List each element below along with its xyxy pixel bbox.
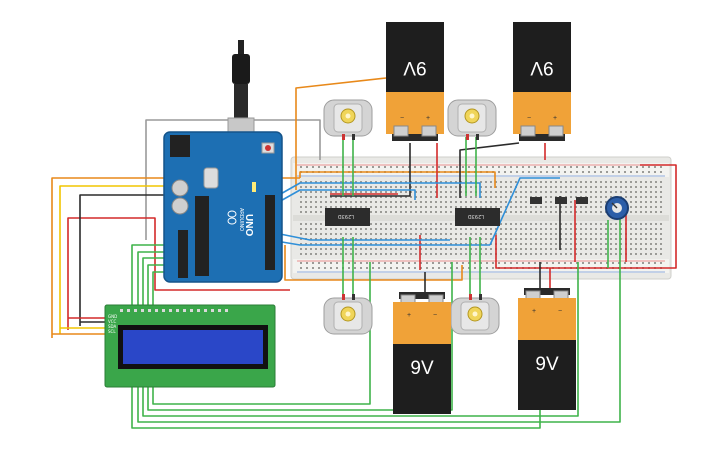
dc-motor-4 (450, 294, 500, 335)
battery-4-plus: + (532, 308, 536, 315)
battery-3-label: 9V (410, 358, 434, 379)
dc-motor-2 (447, 99, 497, 140)
arduino-uno: ARDUINO UNO (163, 40, 283, 283)
lcd-display: GND VCC SDA SCL (104, 304, 276, 388)
battery-1-minus: − (400, 115, 404, 122)
battery-4-label: 9V (535, 354, 559, 375)
arduino-logo-icon (227, 210, 237, 225)
potentiometer (605, 196, 629, 220)
battery-1-label: 9V (403, 57, 427, 78)
battery-2-minus: − (527, 115, 531, 122)
arduino-model-label: UNO (243, 214, 254, 236)
lcd-pin-scl: SCL (108, 329, 116, 334)
battery-4: 9V + − (518, 288, 576, 410)
driver-chip-left-label: L293D (338, 213, 354, 219)
arduino-brand-label: ARDUINO (238, 208, 244, 231)
battery-3-plus: + (407, 312, 411, 319)
driver-chip-right: L293D (455, 208, 500, 226)
battery-4-minus: − (558, 308, 562, 315)
battery-1: 9V + − (386, 22, 444, 141)
dc-motor-1 (323, 99, 373, 140)
slide-switches (530, 197, 588, 204)
battery-3-minus: − (433, 312, 437, 319)
dc-motor-3 (323, 294, 373, 335)
driver-chip-right-label: L293D (468, 213, 484, 219)
battery-1-plus: + (426, 115, 430, 122)
battery-2: 9V + − (513, 22, 571, 141)
lcd-pin-sda: SDA (108, 324, 117, 329)
battery-2-plus: + (553, 115, 557, 122)
lcd-pin-gnd: GND (108, 314, 117, 319)
lcd-pin-vcc: VCC (108, 319, 117, 324)
battery-2-label: 9V (530, 57, 554, 78)
breadboard-holes (300, 166, 662, 269)
battery-3: 9V + − (393, 292, 451, 414)
driver-chip-left: L293D (325, 208, 370, 226)
